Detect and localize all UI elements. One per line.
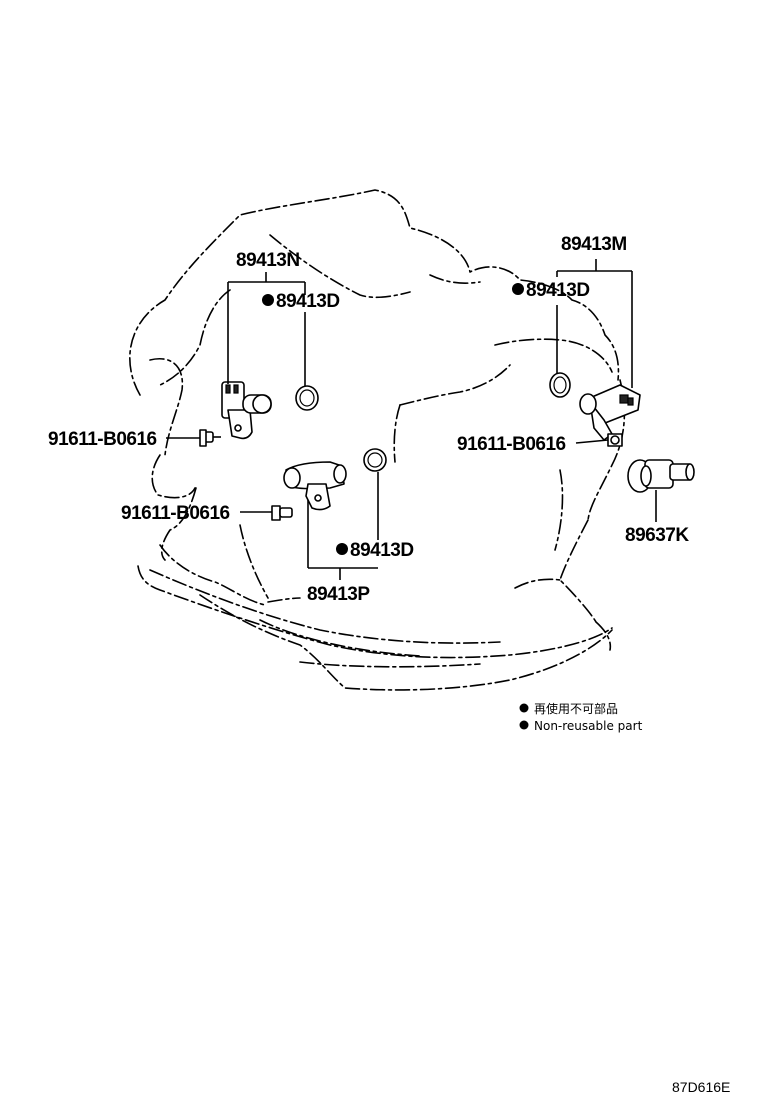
label-bolt-left: 91611-B0616: [48, 429, 157, 450]
label-oring-bottom: 89413D: [350, 540, 414, 561]
cam-position-sensor-bottom: [283, 461, 347, 511]
leader-lines: [166, 259, 657, 580]
legend-text-en: Non-reusable part: [534, 719, 643, 733]
o-ring-left: [295, 385, 319, 411]
label-sensor-top-right: 89413M: [561, 234, 627, 255]
non-reusable-marker-bottom: [336, 543, 348, 555]
label-sensor-bottom: 89413P: [307, 584, 370, 605]
o-ring-bottom: [363, 448, 387, 472]
label-sensor-top-left: 89413N: [236, 250, 300, 271]
speed-sensor: [627, 459, 695, 493]
label-oring-top-left: 89413D: [276, 291, 340, 312]
figure-code: 87D616E: [672, 1079, 730, 1095]
bolt-left: [199, 429, 221, 447]
o-ring-right: [549, 372, 571, 398]
label-oring-top-right: 89413D: [526, 280, 590, 301]
non-reusable-marker-right: [512, 283, 524, 295]
legend-bullet-ja: [519, 703, 529, 713]
cam-position-sensor-left: [221, 381, 272, 440]
transmission-phantom-outline: [129, 189, 626, 691]
legend-bullet-en: [519, 720, 529, 730]
non-reusable-marker-left: [262, 294, 274, 306]
legend-text-ja: 再使用不可部品: [534, 701, 618, 716]
cam-position-sensor-right: [579, 384, 641, 441]
legend: 再使用不可部品 Non-reusable part: [519, 701, 643, 733]
bolt-bottom: [271, 505, 293, 521]
bolt-right: [607, 433, 623, 447]
label-bolt-bottom: 91611-B0616: [121, 503, 230, 524]
label-bolt-right: 91611-B0616: [457, 434, 566, 455]
label-speed-sensor: 89637K: [625, 525, 689, 546]
